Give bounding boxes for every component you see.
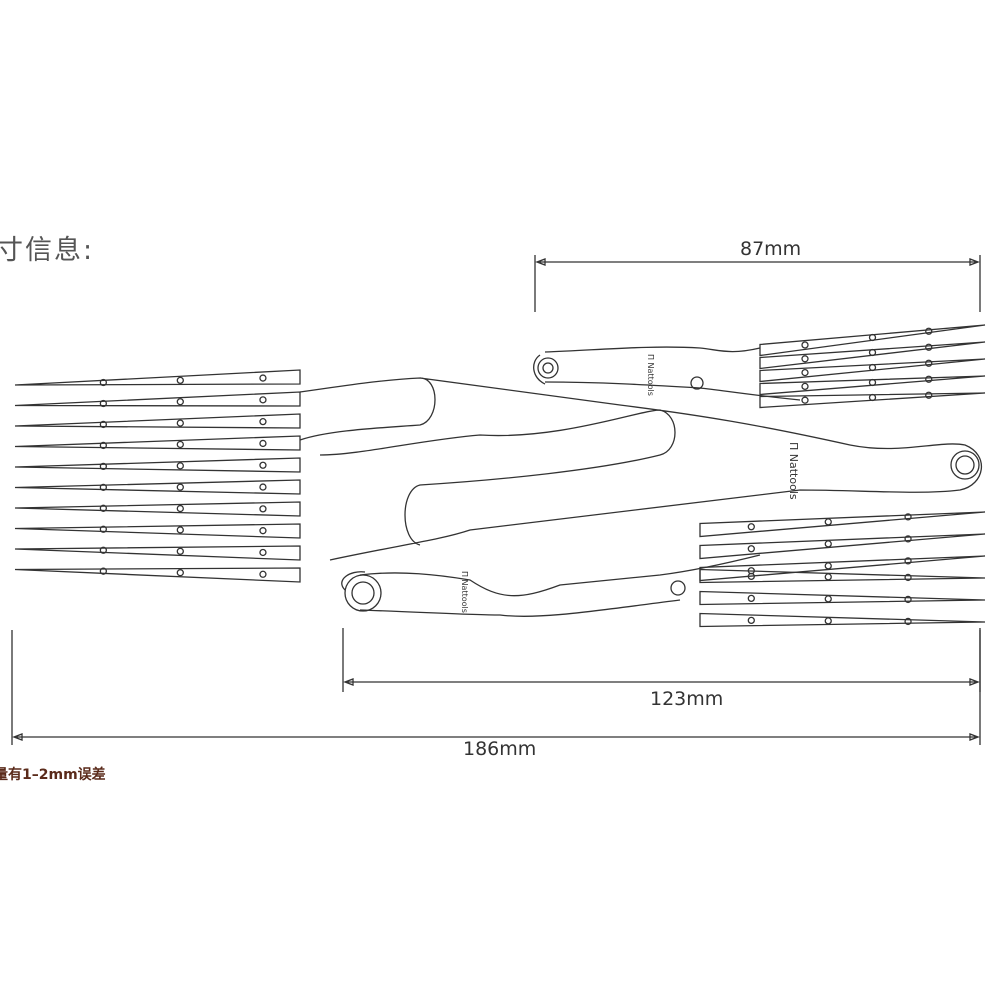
- rivet-hole: [259, 483, 267, 491]
- measurement-tolerance-note: 量有1–2mm误差: [0, 767, 106, 783]
- brand-logo-medium: Π Nattools: [460, 571, 469, 613]
- rivet-hole: [176, 569, 184, 577]
- tine: [14, 567, 301, 583]
- large-fork-ring: [950, 450, 980, 480]
- large-fork-handle: [299, 377, 982, 561]
- tine: [14, 523, 301, 539]
- rivet-hole: [99, 420, 107, 429]
- rivet-hole: [99, 546, 107, 554]
- brand-logo-large: Π Nattools: [787, 442, 800, 500]
- rivet-hole: [99, 567, 107, 575]
- dimension-line-123: [342, 628, 981, 692]
- rivet-hole: [176, 398, 184, 406]
- fork-handles: [299, 346, 982, 617]
- rivet-hole: [747, 545, 755, 553]
- tine: [14, 479, 301, 495]
- rivet-hole: [259, 417, 267, 426]
- rivet-hole: [925, 327, 933, 335]
- rivet-hole: [259, 505, 267, 513]
- rivet-hole: [259, 527, 267, 535]
- rivet-hole: [904, 595, 912, 604]
- rivet-hole: [259, 396, 267, 404]
- rivet-hole: [99, 378, 107, 387]
- rivet-hole: [868, 378, 877, 387]
- dimension-label-186: 186mm: [463, 738, 537, 760]
- tine: [699, 568, 986, 584]
- rivet-hole: [747, 572, 755, 581]
- tine: [14, 435, 301, 451]
- tine: [699, 612, 986, 628]
- rivet-hole: [99, 441, 107, 450]
- rivet-hole: [904, 573, 912, 582]
- rivet-hole: [176, 483, 184, 491]
- rivet-hole: [904, 513, 912, 521]
- tine: [699, 533, 986, 560]
- rivet-hole: [259, 374, 267, 382]
- small-fork-ring: [537, 357, 559, 379]
- rivet-hole: [259, 570, 267, 578]
- rivet-hole: [824, 595, 832, 603]
- rivet-hole: [904, 535, 912, 543]
- rivet-hole: [747, 616, 755, 625]
- rivet-hole: [176, 504, 184, 513]
- rivet-hole: [801, 341, 809, 349]
- tine: [14, 457, 301, 473]
- rivet-hole: [747, 523, 755, 531]
- dimension-label-123: 123mm: [650, 688, 724, 710]
- rivet-hole: [868, 348, 877, 357]
- rivet-hole: [176, 526, 184, 534]
- rivet-hole: [801, 368, 809, 377]
- rivet-hole: [176, 547, 184, 555]
- brand-logos: Π Nattools Π Nattools Π Nattools: [460, 354, 800, 613]
- rivet-hole: [801, 382, 809, 391]
- rivet-hole: [868, 363, 877, 372]
- dimension-line-87: [534, 255, 981, 312]
- dimension-line-186: [11, 630, 981, 745]
- tine: [14, 545, 301, 561]
- rivet-hole: [99, 399, 107, 408]
- rivet-hole: [904, 557, 912, 565]
- brand-logo-small: Π Nattools: [646, 354, 655, 396]
- rivet-hole: [99, 462, 107, 471]
- tine: [14, 369, 301, 386]
- rivet-hole: [925, 375, 933, 383]
- rivet-hole: [925, 343, 933, 351]
- rivet-hole: [925, 359, 933, 367]
- rivet-hole: [259, 461, 267, 469]
- rivet-hole: [824, 617, 832, 625]
- rivet-hole: [868, 333, 877, 342]
- tine: [14, 501, 301, 517]
- rivet-hole: [99, 483, 107, 491]
- rivet-hole: [259, 439, 267, 448]
- dimension-lines: [11, 255, 981, 745]
- rivet-hole: [824, 540, 832, 548]
- tine: [14, 413, 301, 429]
- fork-tines: [14, 324, 986, 628]
- tine: [699, 511, 986, 538]
- tine: [699, 590, 986, 606]
- tine: [14, 391, 301, 407]
- rivet-hole: [801, 355, 809, 363]
- rivet-hole: [747, 594, 755, 603]
- rivet-hole: [99, 504, 107, 512]
- rivet-hole: [176, 376, 184, 385]
- rivet-hole: [99, 525, 107, 533]
- rivet-hole: [824, 573, 832, 581]
- rivet-hole: [925, 391, 933, 399]
- rivet-hole: [904, 617, 912, 626]
- section-heading: 寸信息:: [0, 235, 95, 266]
- rivet-hole: [176, 419, 184, 427]
- rivet-hole: [824, 518, 832, 526]
- rivet-hole: [824, 562, 832, 570]
- rivet-hole: [176, 462, 184, 470]
- dimension-label-87: 87mm: [740, 238, 802, 260]
- rivet-hole: [801, 396, 809, 404]
- rivet-hole: [176, 440, 184, 449]
- medium-fork-ring: [344, 574, 382, 612]
- rivet-hole: [868, 393, 877, 402]
- rivet-hole: [259, 548, 267, 557]
- medium-fork-handle: [341, 554, 761, 617]
